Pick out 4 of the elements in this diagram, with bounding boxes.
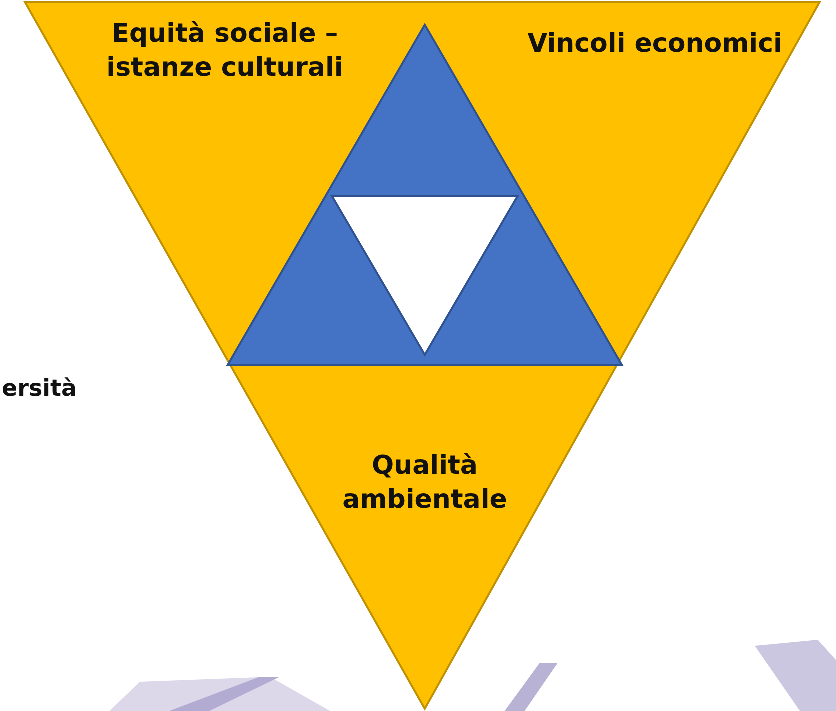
- region-label: Qualità ambientale: [342, 450, 508, 517]
- cut-off-label: ersità: [2, 375, 78, 404]
- region-label: Vincoli economici: [526, 28, 784, 61]
- region-label: Equità sociale – istanze culturali: [106, 18, 344, 85]
